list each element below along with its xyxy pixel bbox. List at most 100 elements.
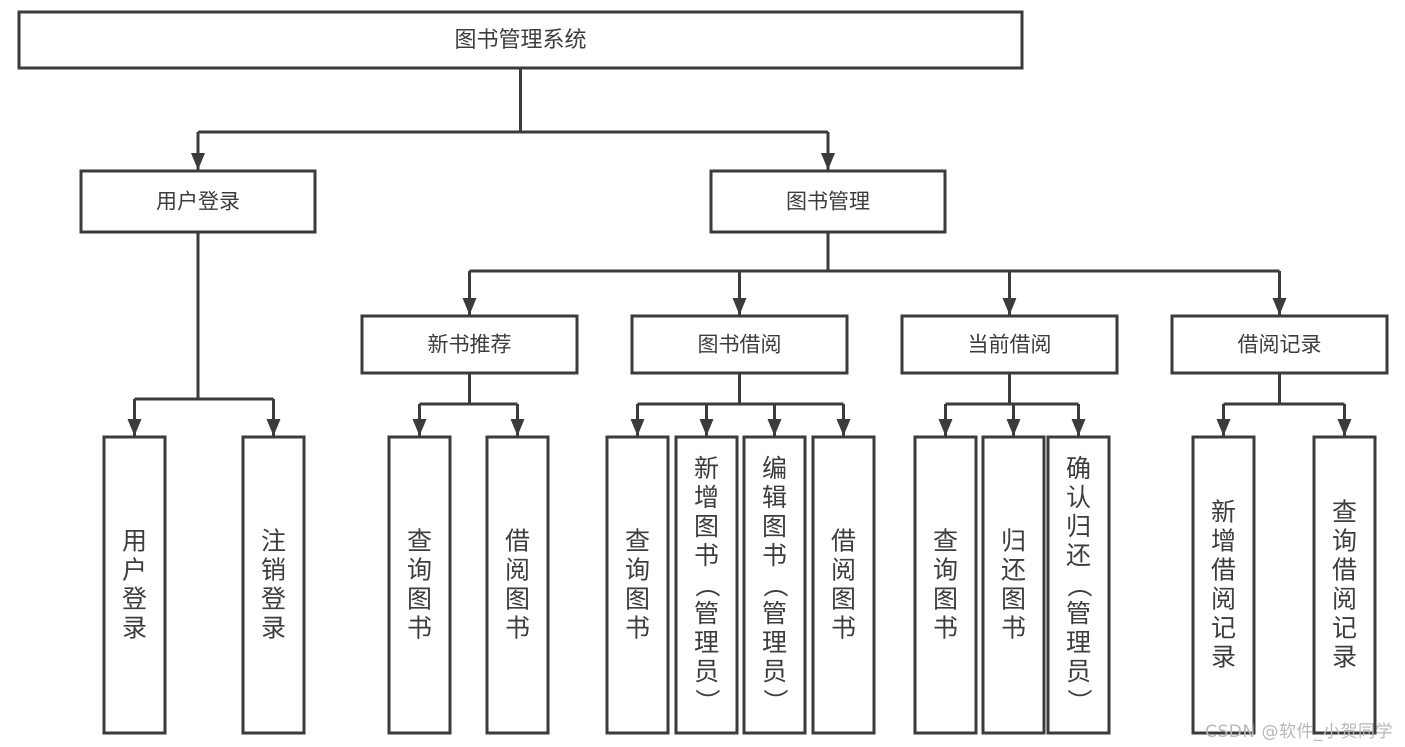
leaf-label-char: 员 (762, 657, 787, 686)
leaf-label-char: 查 (933, 527, 958, 556)
leaf-label-char: 阅 (1332, 585, 1357, 614)
leaf-label-char: ） (693, 689, 722, 714)
node-box: 用户登录 (79, 169, 317, 234)
leaf-label-char: 登 (122, 585, 147, 614)
leaf-label-char: 还 (1001, 556, 1026, 585)
leaf-label-char: 认 (1066, 483, 1091, 512)
leaf-label-char: 辑 (762, 483, 787, 512)
leaf-label-char: 图 (762, 512, 787, 541)
leaf-label-char: 询 (625, 556, 650, 585)
leaf-label-char: 询 (933, 556, 958, 585)
leaf-label-char: 记 (1332, 614, 1357, 643)
leaf-label-char: 阅 (831, 556, 856, 585)
leaf-label-char: 录 (1332, 643, 1357, 672)
leaf-label-char: 理 (762, 628, 787, 657)
leaf-label-char: 借 (831, 527, 856, 556)
leaf-label-char: 阅 (505, 556, 530, 585)
leaf-label-char: 登 (261, 585, 286, 614)
leaf-label-char: 查 (407, 527, 432, 556)
leaf-label-char: 注 (261, 527, 286, 556)
node-label: 新书推荐 (428, 333, 512, 357)
leaf-label-char: 户 (122, 556, 147, 585)
leaf-label-char: 增 (1211, 527, 1236, 556)
leaf-label-char: 借 (505, 527, 530, 556)
leaf-label-char: 书 (505, 614, 530, 643)
leaf-label-char: 图 (407, 585, 432, 614)
leaf-label-char: 员 (1066, 657, 1091, 686)
leaf-label-char: 图 (625, 585, 650, 614)
node-box: 当前借阅 (900, 314, 1119, 375)
leaf-label-char: 理 (1066, 628, 1091, 657)
node-label: 借阅记录 (1238, 333, 1322, 357)
leaf-label-char: 还 (1066, 541, 1091, 570)
leaf-label-char: 管 (694, 599, 719, 628)
leaf-label-char: 书 (831, 614, 856, 643)
leaf-label-char: 书 (933, 614, 958, 643)
leaf-label-char: 借 (1332, 556, 1357, 585)
leaf-label-char: 书 (1001, 614, 1026, 643)
node-label: 图书借阅 (698, 333, 782, 357)
leaf-label-char: 编 (762, 454, 787, 483)
leaf-label-char: 归 (1001, 527, 1026, 556)
leaf-label-char: 图 (933, 585, 958, 614)
leaf-box: 用户登录 (102, 435, 167, 735)
leaf-label-char: 询 (407, 556, 432, 585)
node-label: 当前借阅 (968, 333, 1052, 357)
leaf-label-char: ） (1065, 689, 1094, 714)
node-box: 借阅记录 (1170, 314, 1389, 375)
leaf-label-char: 销 (261, 556, 286, 585)
leaf-label-char: 录 (1211, 643, 1236, 672)
edges-layer (127, 68, 1352, 436)
leaf-label-char: 理 (694, 628, 719, 657)
node-box: 图书管理 (709, 169, 947, 234)
leaf-label-char: 归 (1066, 512, 1091, 541)
leaf-label-char: 书 (694, 541, 719, 570)
nodes-layer: 图书管理系统用户登录图书管理新书推荐图书借阅当前借阅借阅记录用户登录注销登录查询… (17, 10, 1389, 735)
leaf-label-char: 图 (505, 585, 530, 614)
leaf-label-char: 图 (694, 512, 719, 541)
leaf-label-char: 录 (261, 614, 286, 643)
leaf-label-char: （ (693, 573, 722, 598)
leaf-label-char: 书 (407, 614, 432, 643)
leaf-label-char: 阅 (1211, 585, 1236, 614)
leaf-label-char: 增 (694, 483, 719, 512)
leaf-label-char: 图 (831, 585, 856, 614)
node-label: 图书管理系统 (454, 28, 586, 53)
leaf-label-char: （ (761, 573, 790, 598)
leaf-label-char: 用 (122, 527, 147, 556)
node-box: 新书推荐 (360, 314, 579, 375)
leaf-label-char: 管 (762, 599, 787, 628)
leaf-label-char: 确 (1066, 454, 1091, 483)
leaf-label-char: 询 (1332, 527, 1357, 556)
leaf-label-char: 查 (1332, 498, 1357, 527)
leaf-label-char: 书 (625, 614, 650, 643)
leaf-label-char: （ (1065, 573, 1094, 598)
leaf-label-char: 员 (694, 657, 719, 686)
node-box: 图书管理系统 (17, 10, 1024, 70)
node-label: 用户登录 (156, 190, 240, 214)
csdn-watermark: CSDN @软件_小贺同学 (1205, 722, 1393, 742)
leaf-label-char: 新 (694, 454, 719, 483)
leaf-label-char: 管 (1066, 599, 1091, 628)
leaf-label-char: ） (761, 689, 790, 714)
node-label: 图书管理 (786, 190, 870, 214)
leaf-label-char: 书 (762, 541, 787, 570)
leaf-label-char: 借 (1211, 556, 1236, 585)
leaf-label-char: 录 (122, 614, 147, 643)
leaf-label-char: 图 (1001, 585, 1026, 614)
leaf-label-char: 查 (625, 527, 650, 556)
leaf-label-char: 新 (1211, 498, 1236, 527)
